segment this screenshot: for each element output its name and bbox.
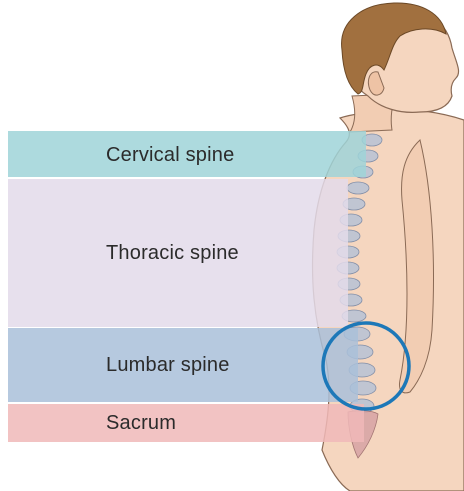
label-cervical-spine: Cervical spine: [106, 144, 234, 167]
label-sacrum: Sacrum: [106, 412, 176, 435]
label-thoracic-spine: Thoracic spine: [106, 242, 239, 265]
label-lumbar-spine: Lumbar spine: [106, 354, 230, 377]
band-sacrum: [8, 404, 364, 442]
